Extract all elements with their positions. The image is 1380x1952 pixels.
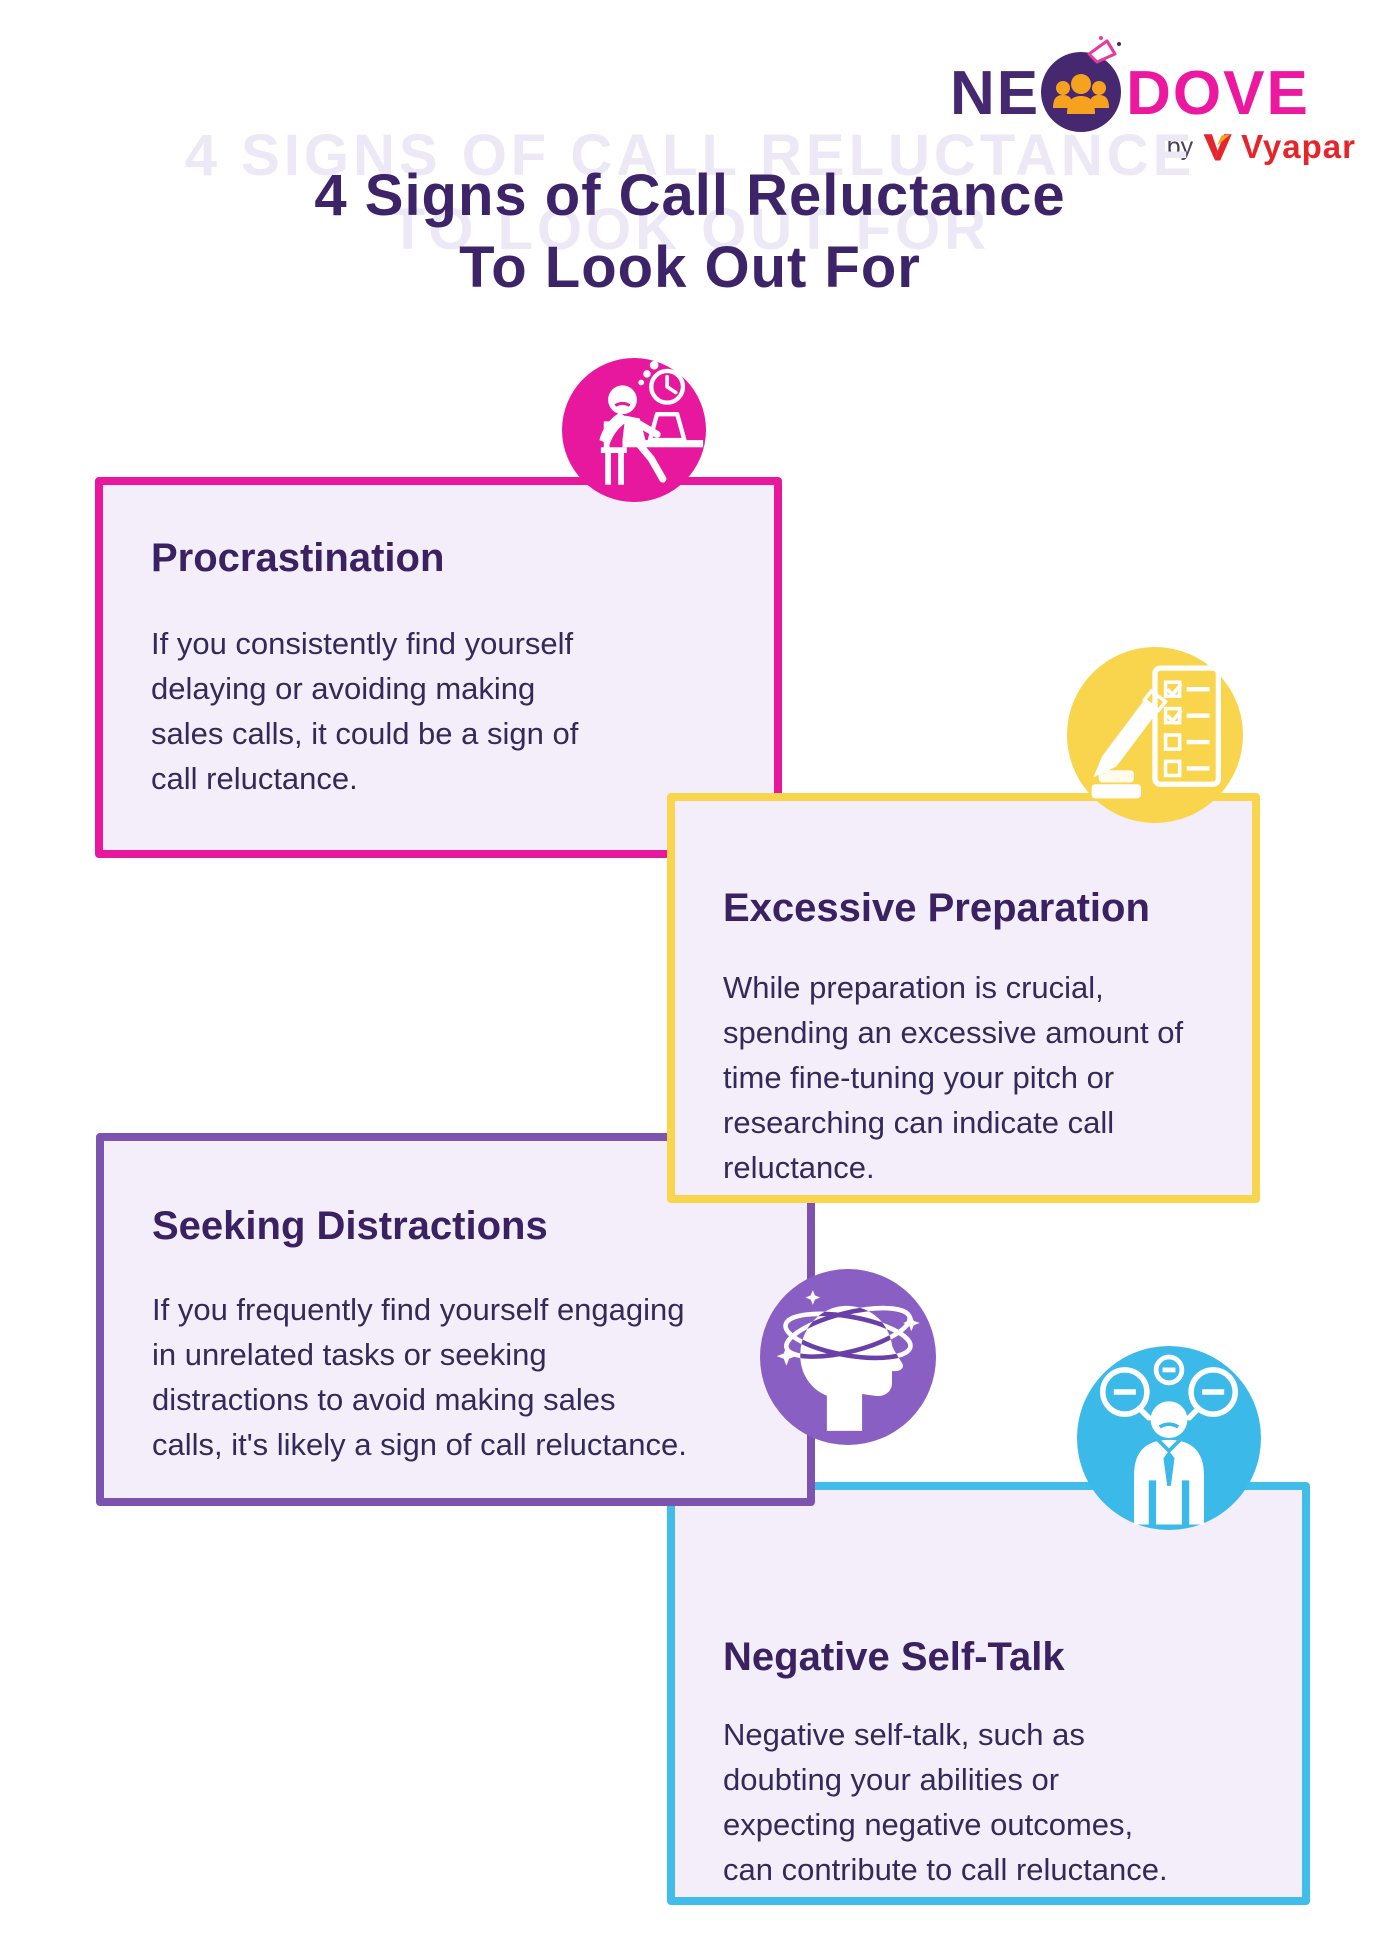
card-title: Procrastination [151, 536, 445, 580]
ghost-title-line2: TO LOOK OUT FOR [389, 197, 991, 262]
vyapar-label: Vyapar [1241, 128, 1356, 165]
card-body: Negative self-talk, such as doubting you… [723, 1712, 1302, 1892]
card-negative-self-talk: Negative Self-Talk Negative self-talk, s… [667, 1482, 1310, 1905]
card-body: While preparation is crucial, spending a… [723, 965, 1252, 1190]
card-title: Excessive Preparation [723, 886, 1150, 930]
checklist-and-pencil-icon [1067, 647, 1243, 823]
page-title-line2: To Look Out For [459, 235, 921, 300]
negative-thought-bubbles-person-icon [1077, 1346, 1261, 1530]
neodove-logo: NE DOVE [950, 36, 1360, 166]
body-line: calls, it's likely a sign of call reluct… [152, 1427, 687, 1462]
card-body: If you frequently find yourself engaging… [152, 1287, 807, 1467]
body-line: doubting your abilities or [723, 1762, 1060, 1797]
ghost-title-line1: 4 SIGNS OF CALL RELUCTANCE [184, 123, 1196, 188]
logo-text-dove: DOVE [1126, 59, 1310, 128]
body-line: time fine-tuning your pitch or [723, 1060, 1115, 1095]
card-excessive-preparation: Excessive Preparation While preparation … [667, 793, 1260, 1203]
card-title: Negative Self-Talk [723, 1635, 1065, 1679]
body-line: researching can indicate call [723, 1105, 1115, 1140]
procrastinating-person-at-desk-icon [562, 358, 706, 502]
body-line: If you consistently find yourself [151, 626, 574, 661]
body-line: can contribute to call reluctance. [723, 1852, 1168, 1887]
body-line: distractions to avoid making sales [152, 1382, 616, 1417]
body-line: While preparation is crucial, [723, 970, 1104, 1005]
body-line: call reluctance. [151, 761, 358, 796]
body-line: Negative self-talk, such as [723, 1717, 1085, 1752]
body-line: delaying or avoiding making [151, 671, 536, 706]
body-line: reluctance. [723, 1150, 875, 1185]
card-title: Seeking Distractions [152, 1204, 548, 1248]
neodove-o-people-icon [1041, 36, 1125, 136]
card-body: If you consistently find yourself delayi… [151, 621, 774, 801]
body-line: expecting negative outcomes, [723, 1807, 1134, 1842]
body-line: in unrelated tasks or seeking [152, 1337, 547, 1372]
card-seeking-distractions: Seeking Distractions If you frequently f… [96, 1133, 815, 1506]
body-line: If you frequently find yourself engaging [152, 1292, 685, 1327]
body-line: sales calls, it could be a sign of [151, 716, 579, 751]
body-line: spending an excessive amount of [723, 1015, 1184, 1050]
distracted-dizzy-head-icon [760, 1269, 936, 1445]
logo-text-ne: NE [950, 59, 1041, 128]
by-label: by [1166, 132, 1194, 161]
page-title-line1: 4 Signs of Call Reluctance [314, 163, 1066, 228]
neodove-wordmark: NE DOVE [950, 36, 1360, 134]
by-vyapar: by Vyapar [950, 128, 1360, 166]
vyapar-v-icon [1201, 131, 1233, 163]
